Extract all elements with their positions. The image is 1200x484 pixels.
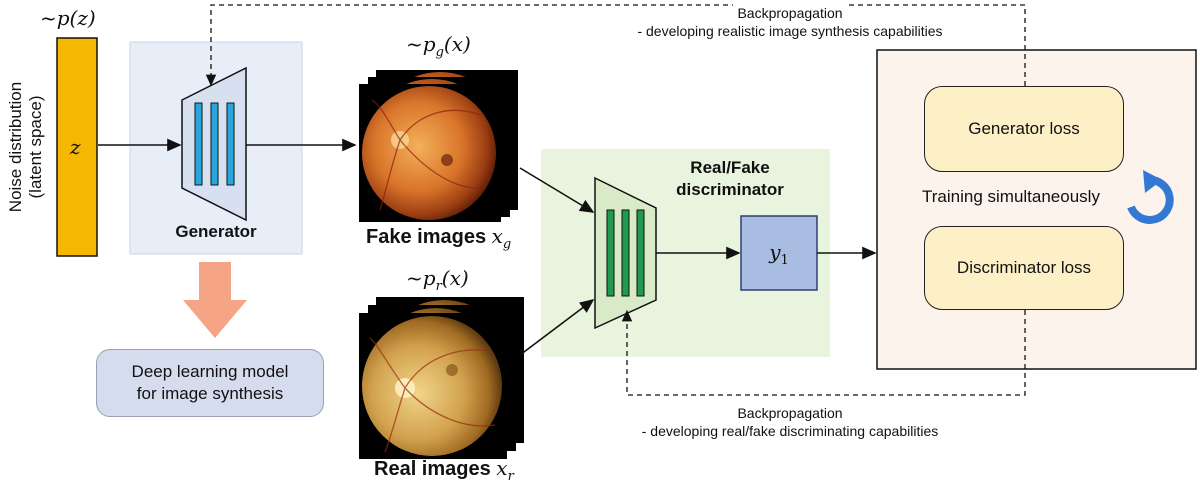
down-arrow bbox=[183, 262, 247, 338]
real-images-caption: Real images xr bbox=[374, 456, 514, 484]
backprop-top-line2: - developing realistic image synthesis c… bbox=[637, 23, 943, 39]
training-simultaneously-label: Training simultaneously bbox=[922, 187, 1100, 206]
discriminator-title-line1: Real/Fake bbox=[690, 158, 770, 177]
noise-axis-label-line1: Noise distribution bbox=[6, 81, 25, 213]
real-image-stack bbox=[359, 297, 524, 459]
generator-layer-1 bbox=[194, 102, 203, 186]
output-box bbox=[740, 215, 818, 291]
backprop-bottom-line2: - developing real/fake discriminating ca… bbox=[641, 423, 939, 439]
fake-images-caption: Fake images xg bbox=[366, 224, 512, 252]
backprop-top-label: Backpropagation - developing realistic i… bbox=[540, 4, 1040, 40]
discriminator-loss-box: Discriminator loss bbox=[924, 226, 1124, 310]
noise-axis-label: Noise distribution (latent space) bbox=[4, 38, 48, 256]
generator-loss-box: Generator loss bbox=[924, 86, 1124, 172]
backprop-bottom-line bbox=[621, 309, 1026, 396]
discriminator-layer-1 bbox=[606, 209, 615, 297]
latent-dist-label: ~p(z) bbox=[40, 6, 96, 30]
backprop-bottom-label: Backpropagation - developing real/fake d… bbox=[570, 404, 1010, 440]
backprop-bottom-line1: Backpropagation bbox=[737, 405, 843, 421]
output-symbol: y1 bbox=[769, 240, 789, 268]
discriminator-layer-3 bbox=[636, 209, 645, 297]
generator-caption-box: Deep learning model for image synthesis bbox=[96, 349, 324, 417]
generator-layer-3 bbox=[226, 102, 235, 186]
backprop-top-line bbox=[205, 4, 1026, 87]
arrow-real-to-discriminator bbox=[519, 299, 595, 356]
generator-layer-2 bbox=[210, 102, 219, 186]
real-dist-label: ~pr(x) bbox=[406, 266, 469, 294]
discriminator-title-line2: discriminator bbox=[676, 180, 784, 199]
noise-axis-label-line2: (latent space) bbox=[26, 95, 45, 199]
backprop-top-line1: Backpropagation bbox=[733, 4, 847, 22]
refresh-cycle-icon bbox=[1127, 170, 1174, 224]
fake-dist-label: ~pg(x) bbox=[406, 32, 471, 60]
discriminator-title: Real/Fake discriminator bbox=[620, 157, 840, 201]
latent-z-symbol: z bbox=[70, 135, 81, 159]
arrow-fake-to-discriminator bbox=[519, 167, 595, 213]
caption-line1: Deep learning model bbox=[131, 362, 289, 381]
generator-label: Generator bbox=[175, 222, 257, 241]
latent-vector-bar bbox=[56, 37, 98, 257]
discriminator-layer-2 bbox=[621, 209, 630, 297]
caption-line2: for image synthesis bbox=[136, 384, 284, 403]
fake-image-stack bbox=[359, 70, 518, 222]
